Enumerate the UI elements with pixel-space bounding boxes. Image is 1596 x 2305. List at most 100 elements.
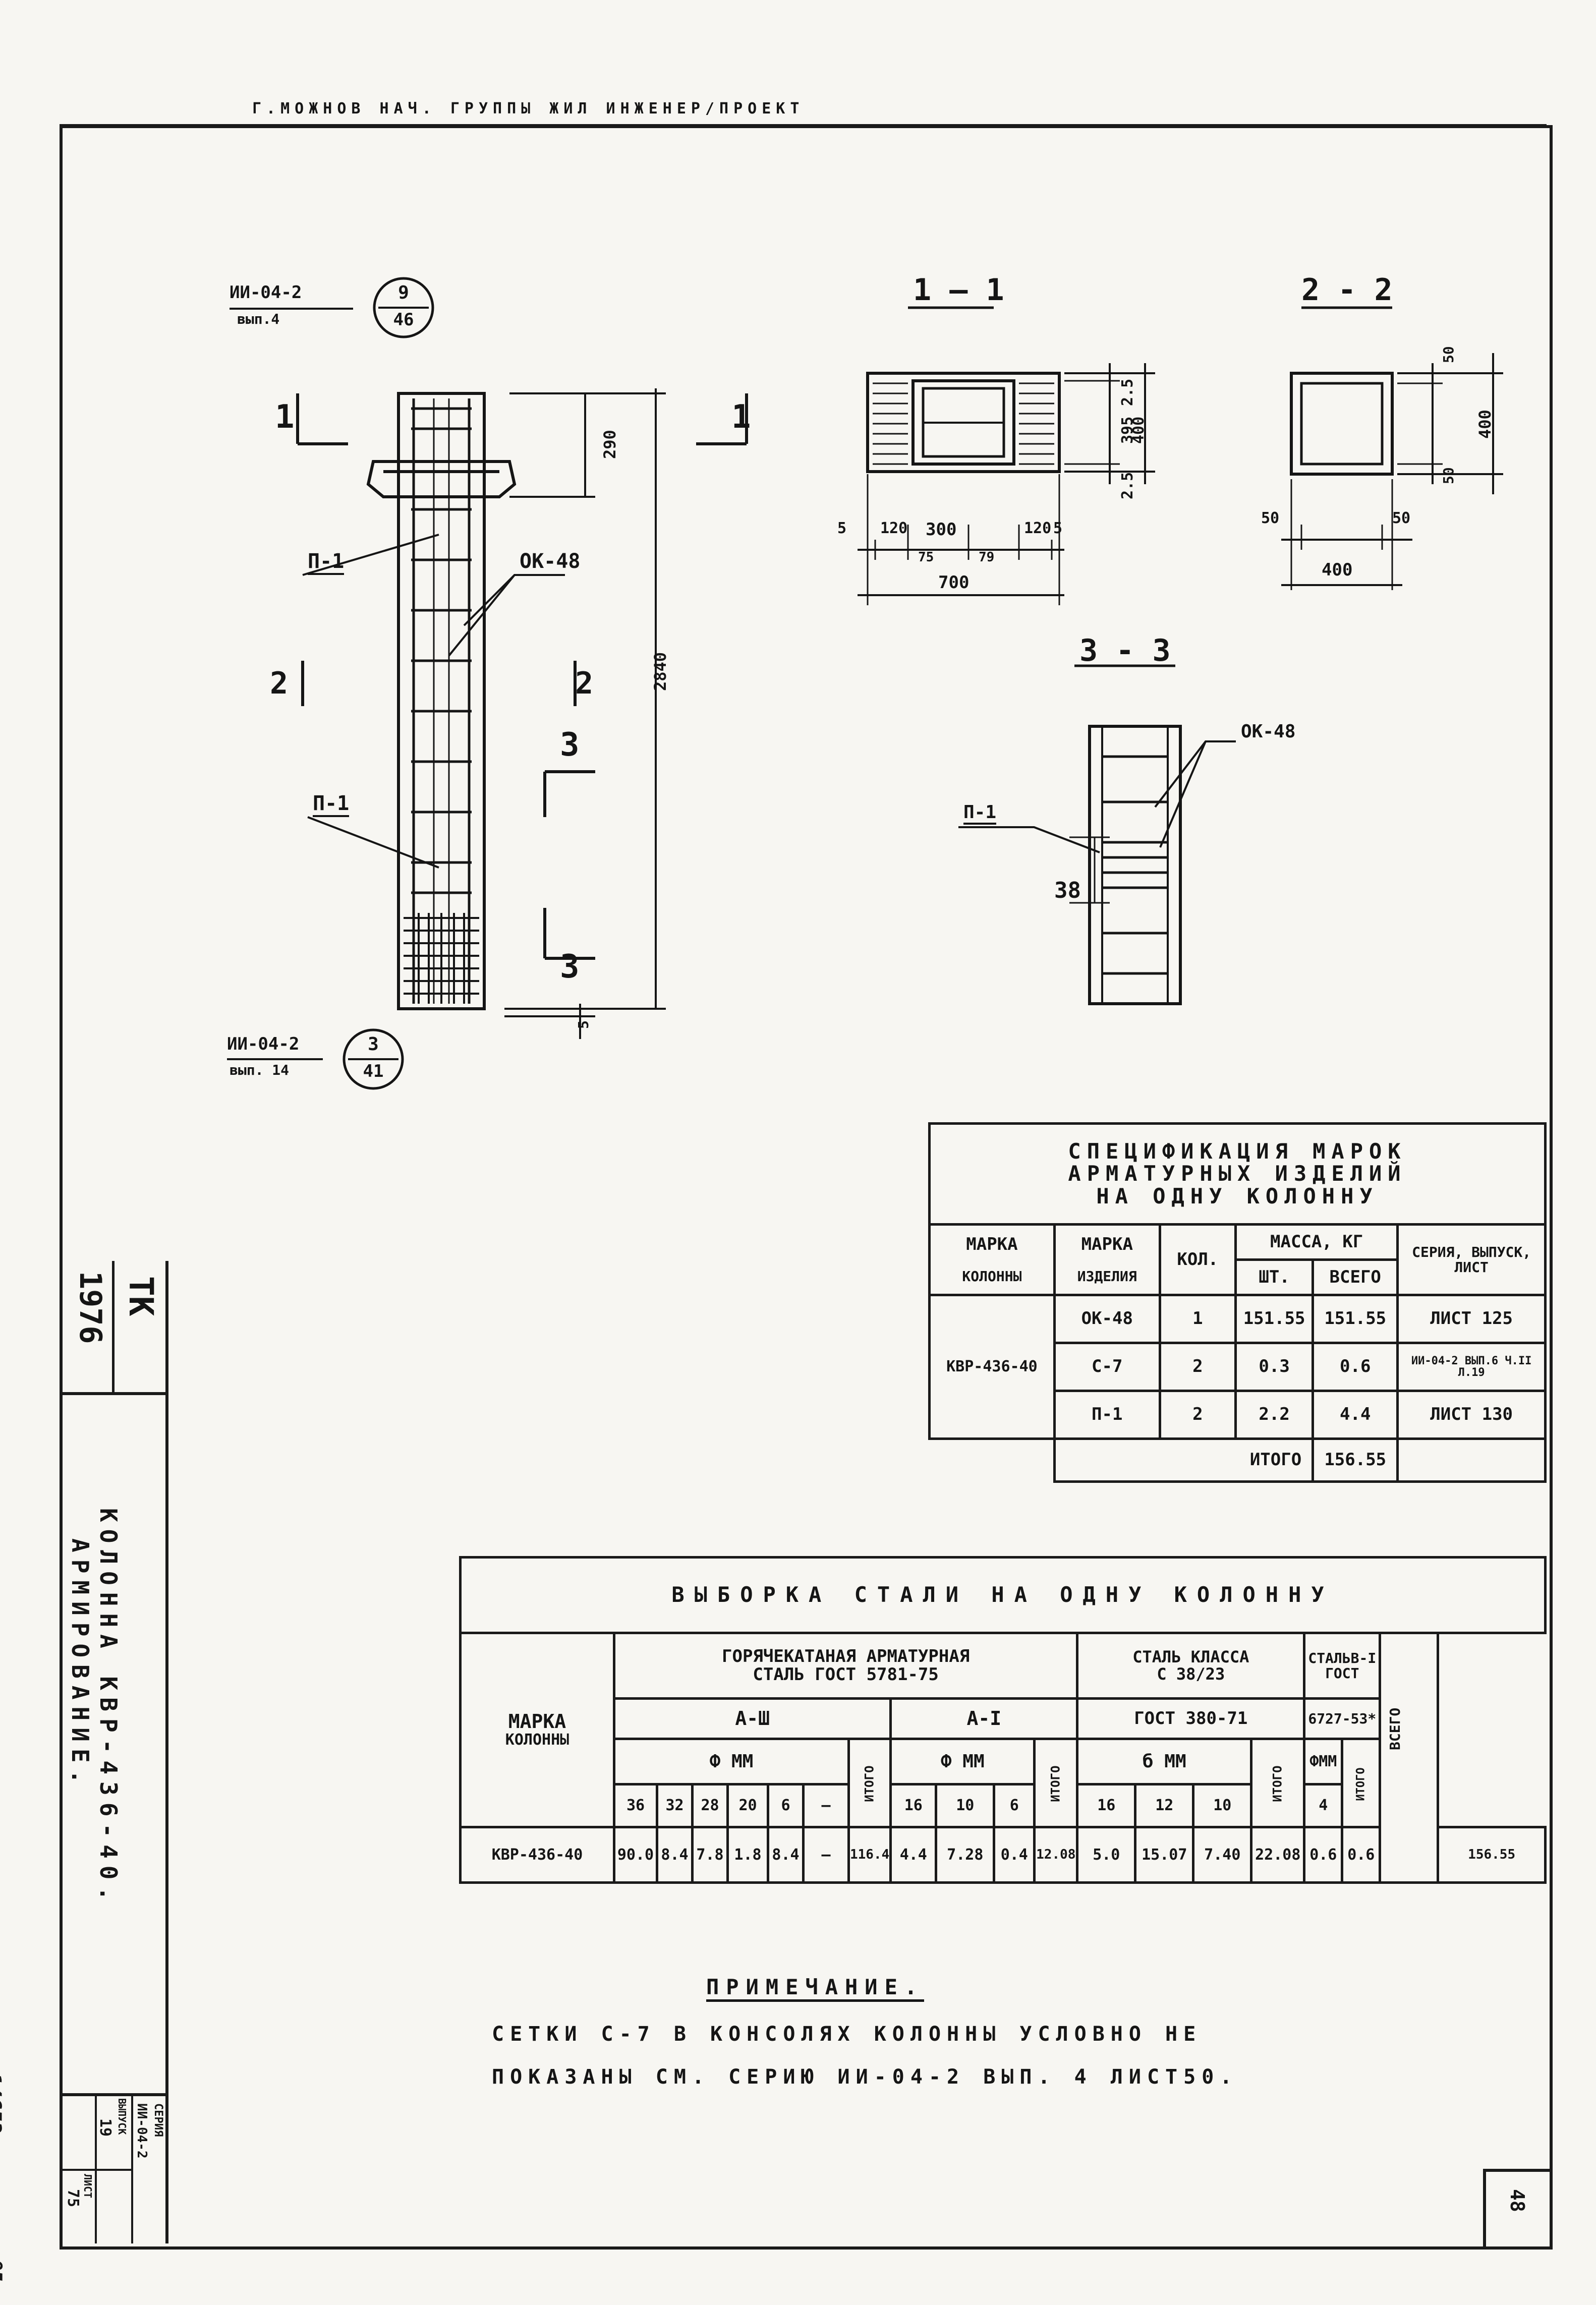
steel-row-s38-1: 5.0 <box>1076 1826 1137 1884</box>
spec-h-mark-col-1: МАРКА <box>966 1234 1018 1254</box>
steel-table: ВЫБОРКА СТАЛИ НА ОДНУ КОЛОННУ МАРКА КОЛО… <box>459 1556 1547 1884</box>
ref-top-circle-top: 9 <box>398 282 409 303</box>
title-strip-box-series <box>60 2093 165 2246</box>
steel-group2-line1: СТАЛЬ КЛАССА <box>1132 1647 1249 1666</box>
cut-2-left: 2 <box>270 666 289 701</box>
steel-class-a1: А-I <box>889 1697 1079 1740</box>
cut-3-bottom: 3 <box>560 948 580 986</box>
steel-group1: ГОРЯЧЕКАТАНАЯ АРМАТУРНАЯ СТАЛЬ ГОСТ 5781… <box>612 1632 1079 1700</box>
spec-h-qty: КОЛ. <box>1158 1223 1237 1296</box>
spec-row: П-1 2 2.2 4.4 ЛИСТ 130 <box>930 1390 1547 1440</box>
spec-total-label: ИТОГО <box>1053 1437 1315 1483</box>
spec-row2-unit: 0.3 <box>1234 1342 1315 1392</box>
steel-class-a3: А-Ш <box>612 1697 892 1740</box>
spec-h-mass-total: ВСЕГО <box>1312 1258 1399 1296</box>
steel-s38-itogo: ИТОГО <box>1270 1765 1285 1802</box>
steel-data-row: КВР-436-40 90.0 8.4 7.8 1.8 8.4 — 116.4 … <box>459 1826 1547 1884</box>
console <box>366 460 517 498</box>
steel-b1-itogo-cell: ИТОГО <box>1341 1738 1382 1828</box>
page-box <box>1483 2169 1550 2246</box>
steel-a3-d3: 28 <box>691 1783 729 1828</box>
s33-label-p1: П-1 <box>963 802 997 825</box>
steel-b1-d1: 4 <box>1303 1783 1344 1828</box>
steel-row-a1-total: 12.08 <box>1033 1826 1079 1884</box>
steel-h-mark-2: КОЛОННЫ <box>505 1731 569 1749</box>
spec-total-spacer <box>929 1437 1056 1482</box>
steel-row-a3-5: 8.4 <box>767 1826 805 1884</box>
ref-bottom-circle-bottom: 41 <box>363 1061 384 1081</box>
series-divider-2 <box>131 2093 133 2243</box>
steel-h-mark-1: МАРКА <box>508 1710 566 1733</box>
spec-row2-ref: ИИ-04-2 ВЫП.6 Ч.II Л.19 <box>1396 1342 1547 1392</box>
s22-dim-r1: 50 <box>1440 346 1457 363</box>
spec-row1-ref: ЛИСТ 125 <box>1396 1294 1547 1344</box>
cut-3-top: 3 <box>560 726 580 764</box>
spec-row3-item: П-1 <box>1053 1390 1161 1440</box>
spec-h-mark-item: МАРКА ИЗДЕЛИЯ <box>1053 1223 1161 1296</box>
spec-row3-ref: ЛИСТ 130 <box>1396 1390 1547 1440</box>
spec-row1-item: ОК-48 <box>1053 1294 1161 1344</box>
steel-a1-d1: 16 <box>889 1783 938 1828</box>
steel-a3-d1: 36 <box>613 1783 658 1828</box>
spec-row: С-7 2 0.3 0.6 ИИ-04-2 ВЫП.6 Ч.II Л.19 <box>930 1342 1547 1392</box>
steel-h-vsego-cell: ВСЕГО <box>1379 1632 1440 1884</box>
s11-dim-b4: 120 <box>1024 520 1052 537</box>
spec-h-mark-col-2: КОЛОННЫ <box>962 1267 1022 1285</box>
section-2-2 <box>1281 306 1503 590</box>
steel-row-b1-total: 0.6 <box>1341 1826 1382 1884</box>
steel-a3-itogo-cell: ИТОГО <box>847 1738 892 1828</box>
steel-a3-d6: — <box>802 1783 850 1828</box>
spec-title-line-1: СПЕЦИФИКАЦИЯ МАРОК <box>1068 1139 1407 1164</box>
s22-dim-overall-right: 400 <box>1475 410 1495 439</box>
section-3-3 <box>958 664 1236 1005</box>
spec-h-mark-item-1: МАРКА <box>1081 1234 1133 1254</box>
steel-title: ВЫБОРКА СТАЛИ НА ОДНУ КОЛОННУ <box>459 1556 1547 1634</box>
dim-top-segment: 290 <box>600 430 619 459</box>
steel-a3-d2: 32 <box>656 1783 694 1828</box>
series-hdivider <box>60 2169 131 2171</box>
steel-row-s38-2: 15.07 <box>1134 1826 1195 1884</box>
top-stamp-rule <box>60 124 1547 127</box>
steel-group2: СТАЛЬ КЛАССА С 38/23 <box>1076 1632 1306 1700</box>
s33-label-ok48: ОК-48 <box>1241 721 1296 742</box>
ref-top-series: ИИ-04-2 <box>230 282 302 303</box>
s11-dim-b1: 5 <box>837 520 847 537</box>
spec-row3-unit: 2.2 <box>1234 1390 1315 1440</box>
s33-dim-38: 38 <box>1054 878 1081 903</box>
spec-row3-qty: 2 <box>1158 1390 1237 1440</box>
spec-row1-total: 151.55 <box>1312 1294 1399 1344</box>
spec-title-line-2: АРМАТУРНЫХ ИЗДЕЛИЙ <box>1068 1161 1407 1186</box>
spec-title-line-3: НА ОДНУ КОЛОННУ <box>1096 1183 1379 1208</box>
series-divider-1 <box>95 2093 97 2243</box>
s11-dim-inner-2: 79 <box>979 550 995 565</box>
s22-dim-b2: 50 <box>1392 509 1411 527</box>
spec-h-mass: МАССА, КГ <box>1234 1223 1399 1261</box>
steel-row-grand-total: 156.55 <box>1437 1826 1547 1884</box>
title-strip <box>60 1261 168 2243</box>
steel-row-s38-3: 7.40 <box>1192 1826 1253 1884</box>
steel-row-a3-total: 116.4 <box>847 1826 892 1884</box>
spec-h-mark-item-2: ИЗДЕЛИЯ <box>1077 1267 1137 1285</box>
ref-bottom-circle-top: 3 <box>368 1034 379 1055</box>
cut-1-left: 1 <box>275 398 295 436</box>
spec-row2-total: 0.6 <box>1312 1342 1399 1392</box>
steel-a1-phi: Ф ММ <box>889 1738 1036 1785</box>
steel-group3-gost: 6727-53* <box>1303 1697 1382 1740</box>
steel-s38-d1: 16 <box>1076 1783 1137 1828</box>
section-1-1-title: 1 — 1 <box>913 272 1004 308</box>
steel-group2-gost: ГОСТ 380-71 <box>1076 1697 1306 1740</box>
s11-dim-b2: 120 <box>880 520 908 537</box>
steel-a1-d2: 10 <box>935 1783 996 1828</box>
steel-a3-d5: 6 <box>767 1783 805 1828</box>
spec-title: СПЕЦИФИКАЦИЯ МАРОК АРМАТУРНЫХ ИЗДЕЛИЙ НА… <box>928 1122 1547 1226</box>
section-1-1 <box>858 306 1155 605</box>
steel-row-a3-2: 8.4 <box>656 1826 694 1884</box>
steel-row-a3-1: 90.0 <box>613 1826 658 1884</box>
spec-total-value: 156.55 <box>1312 1437 1399 1483</box>
steel-a1-d3: 6 <box>993 1783 1036 1828</box>
ref-bottom-series: ИИ-04-2 <box>227 1034 300 1054</box>
steel-s38-delta: б ММ <box>1076 1738 1253 1785</box>
s22-dim-r2: 50 <box>1440 467 1457 484</box>
steel-a1-itogo: ИТОГО <box>1048 1765 1063 1802</box>
